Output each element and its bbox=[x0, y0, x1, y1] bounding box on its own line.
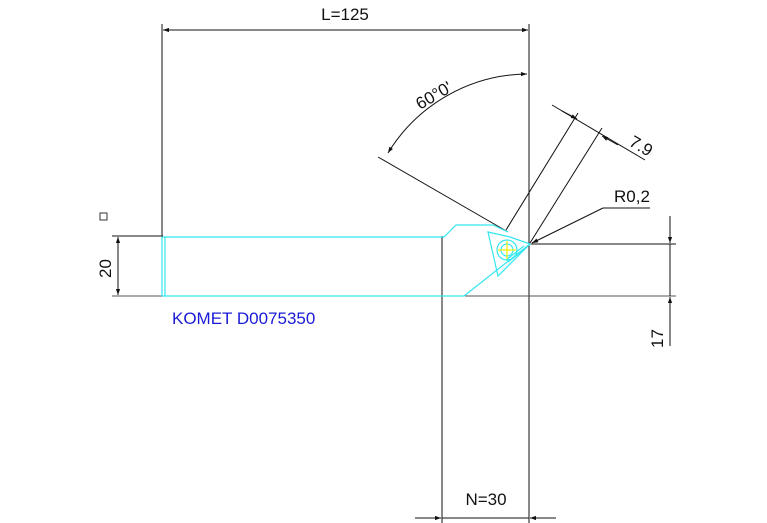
shank-height-dimension: 20 bbox=[96, 235, 163, 297]
square-marker-icon bbox=[99, 212, 108, 221]
insert-screw bbox=[496, 239, 518, 261]
radius-label: R0,2 bbox=[614, 187, 650, 206]
radius-leader: R0,2 bbox=[531, 187, 650, 244]
offset-label: 17 bbox=[648, 329, 667, 348]
angle-dimension: 60°0' bbox=[377, 71, 528, 233]
length-dimension: L=125 bbox=[161, 5, 530, 523]
cutting-insert bbox=[487, 231, 532, 278]
reach-label: N=30 bbox=[465, 490, 506, 509]
angle-label: 60°0' bbox=[413, 78, 456, 114]
length-label: L=125 bbox=[321, 5, 369, 24]
center-mark-icon bbox=[498, 241, 516, 259]
reach-dimension: N=30 bbox=[415, 236, 556, 523]
tool-holder bbox=[161, 224, 532, 297]
shank-height-label: 20 bbox=[96, 259, 115, 278]
offset-dimension: 17 bbox=[465, 216, 676, 348]
tool-label: KOMET D0075350 bbox=[172, 309, 315, 328]
insert-size-dimension: 7.9 bbox=[505, 104, 656, 244]
insert-size-label: 7.9 bbox=[626, 132, 656, 160]
